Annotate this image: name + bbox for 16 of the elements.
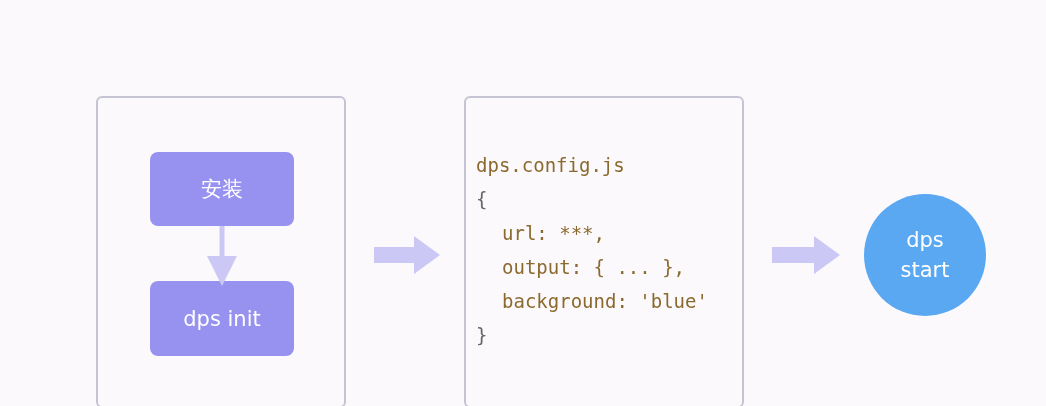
- process-box: [150, 281, 294, 356]
- file-name: dps.config.js: [476, 153, 625, 178]
- code-line: {: [476, 187, 488, 212]
- code-line: url: ***,: [502, 221, 605, 246]
- code-line: background: 'blue': [502, 289, 708, 314]
- box-label: 安装: [201, 176, 243, 203]
- arrow: [374, 236, 440, 274]
- code-line: }: [476, 323, 488, 348]
- code-line: output: { ... },: [502, 255, 686, 280]
- panel-box: [96, 96, 346, 406]
- box-label: dps start: [899, 227, 951, 284]
- arrow: [207, 226, 237, 286]
- process-box: [150, 152, 294, 226]
- box-label: dps init: [183, 306, 261, 331]
- arrow: [772, 236, 840, 274]
- code-panel: [464, 96, 744, 406]
